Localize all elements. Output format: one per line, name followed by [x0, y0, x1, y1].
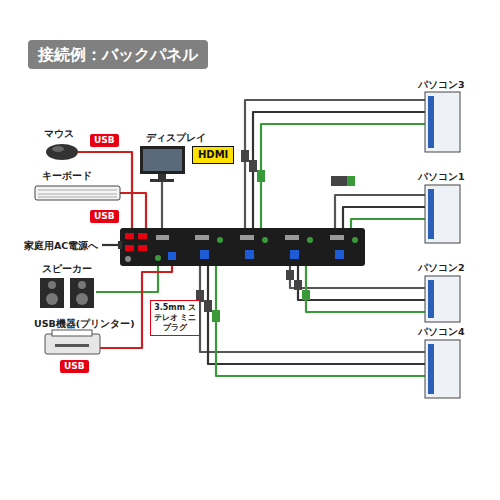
- device-label: USB機器(プリンター): [34, 318, 134, 329]
- plug-note-box: 3.5mm ステレオ ミニプラグ: [150, 300, 200, 336]
- device-label: ディスプレイ: [146, 132, 206, 143]
- node-text: USB: [64, 361, 85, 372]
- node-text: USB: [94, 135, 115, 146]
- device-label: パソコン3: [418, 79, 465, 90]
- node-text: USB: [94, 211, 115, 222]
- usb-badge: USB: [60, 360, 89, 373]
- device-label: パソコン1: [418, 171, 465, 182]
- diagram-title: 接続例：バックパネル: [28, 40, 208, 69]
- device-label: キーボード: [42, 170, 92, 181]
- usb-badge: USB: [90, 210, 119, 223]
- device-label: パソコン2: [418, 262, 465, 273]
- usb-badge: USB: [90, 134, 119, 147]
- device-label: 家庭用AC電源へ: [24, 240, 98, 251]
- node-text: HDMI: [198, 149, 228, 161]
- device-label: マウス: [44, 128, 74, 139]
- hdmi-badge: HDMI: [192, 146, 234, 164]
- device-label: パソコン4: [418, 326, 465, 337]
- node-text: 3.5mm ステレオ ミニプラグ: [153, 303, 197, 333]
- device-label: スピーカー: [42, 263, 92, 274]
